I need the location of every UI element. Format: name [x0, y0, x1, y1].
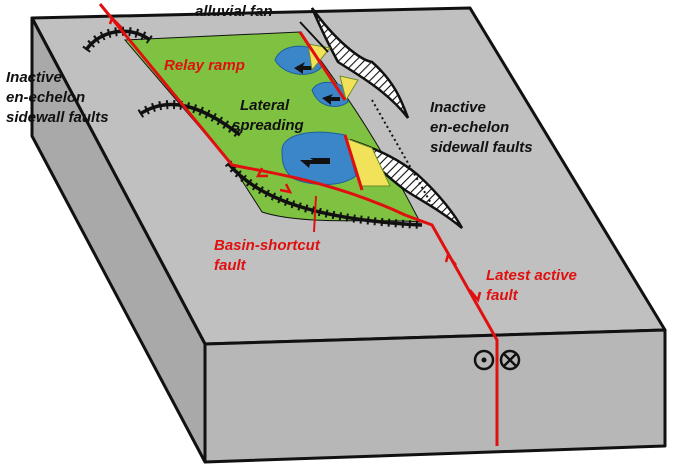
svg-text:en-echelon: en-echelon: [6, 89, 85, 106]
label-latest-active: Latest active fault: [486, 267, 577, 304]
basin-border-fault-upper: [298, 31, 347, 101]
alluvial-fan-leader: [299, 21, 329, 53]
label-relay-ramp: Relay ramp: [164, 57, 245, 74]
label-lateral-spreading: Lateral spreading: [232, 97, 304, 134]
inactive-fault-right-upper: [310, 7, 410, 119]
block-front-face: [203, 328, 667, 464]
label-inactive-right: Inactive en-echelon sidewall faults: [430, 99, 533, 156]
svg-text:spreading: spreading: [232, 117, 304, 134]
lateral-spreading-arrows: [294, 62, 340, 168]
basin-shortcut-leader: [313, 195, 317, 233]
basin-border-fault-lower: [343, 134, 364, 191]
svg-text:Inactive: Inactive: [430, 99, 486, 116]
label-inactive-left: Inactive en-echelon sidewall faults: [6, 69, 109, 126]
svg-text:Lateral: Lateral: [240, 97, 290, 114]
svg-text:fault: fault: [214, 257, 247, 274]
relay-fault-trace: [98, 3, 499, 446]
basin-bottom-scarp: [226, 161, 423, 227]
svg-text:Inactive: Inactive: [6, 69, 62, 86]
svg-text:en-echelon: en-echelon: [430, 119, 509, 136]
into-page-icon: [499, 349, 521, 371]
dotted-fault-trace: [371, 99, 433, 206]
slip-arrows: [108, 15, 482, 303]
svg-text:Basin-shortcut: Basin-shortcut: [214, 237, 321, 254]
label-alluvial-fan: alluvial fan: [195, 3, 273, 20]
svg-text:sidewall faults: sidewall faults: [430, 139, 533, 156]
svg-text:sidewall faults: sidewall faults: [6, 109, 109, 126]
label-basin-shortcut: Basin-shortcut fault: [214, 237, 321, 274]
out-of-page-icon: [473, 349, 495, 371]
svg-text:fault: fault: [486, 287, 519, 304]
svg-text:Latest active: Latest active: [486, 267, 577, 284]
